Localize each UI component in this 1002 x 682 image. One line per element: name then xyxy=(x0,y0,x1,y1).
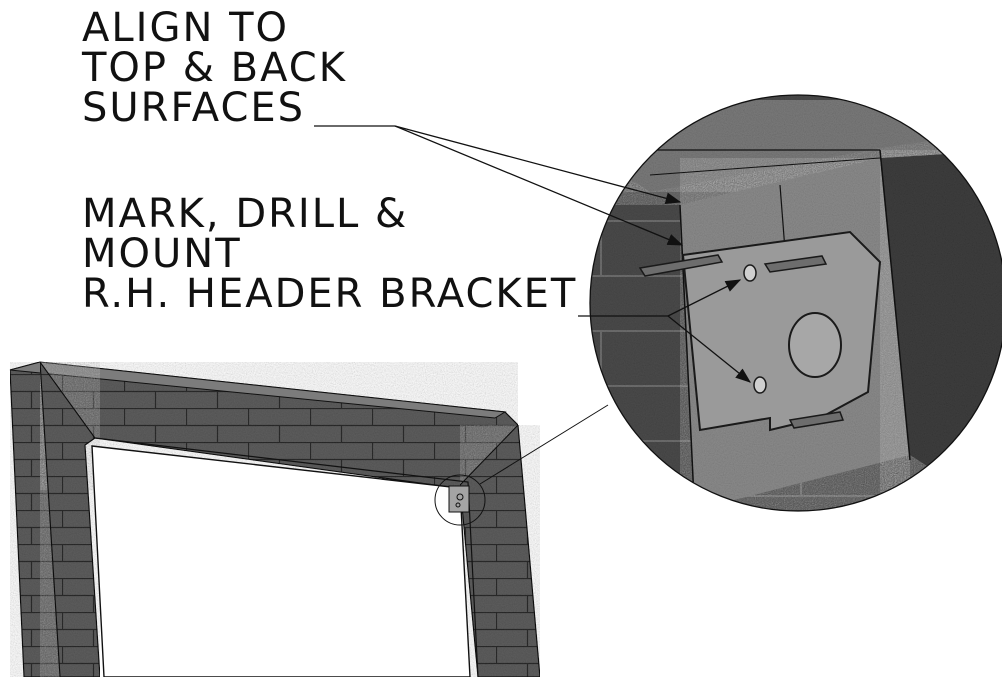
header-soffit-edge xyxy=(94,437,479,678)
callout-mount-bracket: MARK, DRILL & MOUNT R.H. HEADER BRACKET xyxy=(82,194,577,314)
leader-align-top xyxy=(394,125,682,204)
masonry-door-frame xyxy=(9,359,541,678)
callout-line: TOP & BACK xyxy=(82,45,347,91)
callout-line: SURFACES xyxy=(82,85,306,131)
callout-line: MARK, DRILL & xyxy=(82,191,409,237)
leader-align-back xyxy=(394,125,684,246)
callout-line: R.H. HEADER BRACKET xyxy=(82,271,578,317)
small-bracket xyxy=(448,485,470,513)
detail-locator-circle xyxy=(434,474,486,526)
leader-lines xyxy=(314,125,752,383)
callout-line: ALIGN TO xyxy=(82,5,289,51)
detail-connector-line xyxy=(479,404,609,485)
magnified-detail-circle-icon xyxy=(589,94,1002,512)
frame-header-top xyxy=(9,361,507,419)
callout-align-surfaces: ALIGN TO TOP & BACK SURFACES xyxy=(82,8,347,128)
callout-line: MOUNT xyxy=(82,231,242,277)
leader-drill-hole-1 xyxy=(667,279,742,317)
detail-view xyxy=(589,94,1002,512)
leader-drill-hole-2 xyxy=(667,315,752,383)
frame-left-jamb-face xyxy=(39,359,101,678)
